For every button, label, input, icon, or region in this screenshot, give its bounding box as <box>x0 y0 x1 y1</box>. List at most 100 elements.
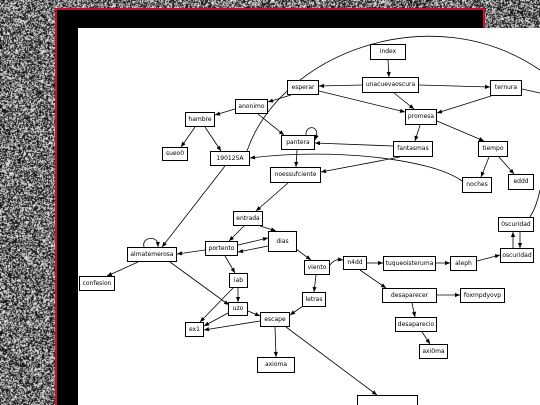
arrowhead-tiempo-eddd <box>509 168 514 174</box>
edge-noches-190125a <box>249 153 463 182</box>
arrowhead-0scuridad-oscuridad <box>517 243 523 248</box>
arrowhead-anonimo-pantera <box>278 130 284 135</box>
node-pantera: pantera <box>281 135 315 150</box>
arrowhead-unacuevaoscura-promesa <box>408 104 414 109</box>
node-tiempo: tiempo <box>478 141 508 157</box>
arrowhead-dias-viento <box>305 255 311 260</box>
node-190125a: 190125A <box>210 151 250 166</box>
arrowhead-hambre-sueo0 <box>181 141 186 147</box>
node-ex1: ex1 <box>185 322 204 337</box>
arrowhead-fantasmas-noessufciente <box>321 169 327 174</box>
edge-unacuevaoscura-ternura <box>418 84 491 88</box>
arrowhead-portento-almatemerosa <box>177 251 183 256</box>
node-axi0ma: axi0ma <box>419 344 448 359</box>
edge-almatemerosa-confesion <box>106 261 139 277</box>
node-portento: portento <box>205 241 238 256</box>
edge-fantasmas-noessufciente <box>320 156 401 173</box>
node-ternura: ternura <box>490 80 522 96</box>
node-dias: dias <box>268 231 297 252</box>
arrowhead-letras-escape <box>290 310 296 315</box>
arrowhead-iab-uzo <box>235 297 241 302</box>
node-promesa: promesa <box>405 109 437 125</box>
arrowhead-n4dd-desaparecer <box>380 283 386 288</box>
arrowhead-viento-letras <box>312 286 317 292</box>
node-eddd: eddd <box>508 174 534 190</box>
node-noessufciente: noessufciente <box>270 167 321 183</box>
arrowhead-almatemerosa-uzo <box>223 300 229 305</box>
arrowhead-almatemerosa-confesion <box>107 272 113 276</box>
node-n4dd: n4dd <box>343 256 367 270</box>
edge-190125a-exit-top <box>246 35 540 152</box>
arrowhead-pantera-self-loop <box>314 134 319 140</box>
node-iab: iab <box>229 273 248 288</box>
node-almatemerosa: almatemerosa <box>127 247 177 262</box>
arrowhead-ternura-promesa <box>437 109 443 114</box>
arrowhead-desaparecio-axi0ma <box>425 338 430 344</box>
arrowhead-entrada-portento <box>229 235 235 241</box>
arrowhead-tiempo-noches <box>480 171 485 177</box>
node-esperar: esperar <box>287 80 319 95</box>
edge-escape-axioma <box>274 326 277 358</box>
node-tuqueoisteruma: tuqueoisteruma <box>383 256 436 271</box>
arrowhead-promesa-tiempo <box>478 137 484 141</box>
arrowhead-escape-bottom-node <box>371 390 377 395</box>
arrowhead-entrada-dias <box>270 227 276 232</box>
edge-almatemerosa-uzo <box>169 261 230 306</box>
edge-noessufciente-entrada <box>255 182 289 212</box>
node-entrada: entrada <box>233 211 263 226</box>
node-sueo0: sueo0 <box>162 147 188 161</box>
edge-esperar-promesa <box>318 90 406 113</box>
arrowhead-noches-190125a <box>250 155 256 160</box>
edge-fantasmas-pantera <box>314 142 394 147</box>
arrowhead-esperar-anonimo <box>268 98 274 103</box>
node-confesion: confesion <box>79 276 115 291</box>
edge-portento-dias <box>237 237 269 246</box>
arrowhead-hambre-190125a <box>216 145 221 151</box>
edge-promesa-tiempo <box>436 120 485 142</box>
arrowhead-aleph-oscuridad <box>494 254 500 259</box>
arrowhead-portento-iab <box>230 267 235 273</box>
node-0scuridad: 0scuridad <box>498 217 534 232</box>
arrowhead-viento-n4dd <box>337 257 343 262</box>
node-foxmpdyovp: foxmpdyovp <box>460 288 505 303</box>
arrowhead-almatemerosa-self-loop <box>155 241 160 247</box>
arrowhead-unacuevaoscura-ternura <box>484 84 490 89</box>
node-bottom-cutoff <box>357 395 418 405</box>
node-desaparecer: desaparecer <box>382 288 437 303</box>
arrowhead-portento-dias <box>262 237 268 242</box>
node-desaparecio: desaparecio <box>395 317 437 332</box>
arrowhead-desaparecer-foxmpdyovp <box>455 292 460 298</box>
edge-ternura-exit <box>521 88 540 94</box>
arrowhead-190125a-almatemerosa <box>162 241 167 247</box>
arrowhead-uzo-escape <box>254 312 260 317</box>
node-escape: escape <box>260 312 290 327</box>
node-index: index <box>370 44 406 60</box>
arrowhead-n4dd-tuqueoisteruma <box>378 260 383 266</box>
node-unacuevaoscura: unacuevaoscura <box>362 77 419 93</box>
arrowhead-noessufciente-entrada <box>256 206 262 211</box>
arrowhead-pantera-noessufciente <box>294 161 299 167</box>
arrowhead-esperar-promesa <box>399 108 405 113</box>
node-anonimo: anonimo <box>235 99 268 114</box>
arrowhead-oscuridad-0scuridad <box>510 232 516 237</box>
node-oscuridad: oscuridad <box>500 248 534 263</box>
edge-unacuevaoscura-esperar <box>318 84 363 87</box>
arrowhead-promesa-fantasmas <box>414 135 419 141</box>
edge-escape-bottom-node <box>285 326 378 396</box>
edge-escape-ex1 <box>203 320 261 331</box>
node-fantasmas: fantasmas <box>393 141 433 157</box>
arrowhead-fantasmas-pantera <box>315 141 321 146</box>
node-axioma: axioma <box>257 357 295 373</box>
node-viento: viento <box>304 260 330 275</box>
arrowhead-iab-ex1 <box>200 316 205 322</box>
edge-190125a-almatemerosa <box>161 165 226 248</box>
arrowhead-unacuevaoscura-esperar <box>319 83 325 88</box>
edge-ternura-promesa <box>436 95 492 114</box>
arrowhead-escape-ex1 <box>204 327 210 332</box>
arrowhead-anonimo-hambre <box>215 111 221 116</box>
node-uzo: uzo <box>228 302 248 316</box>
edge-n4dd-desaparecer <box>359 269 387 289</box>
edge-dias-portento <box>237 245 269 253</box>
node-hambre: hambre <box>185 112 215 127</box>
